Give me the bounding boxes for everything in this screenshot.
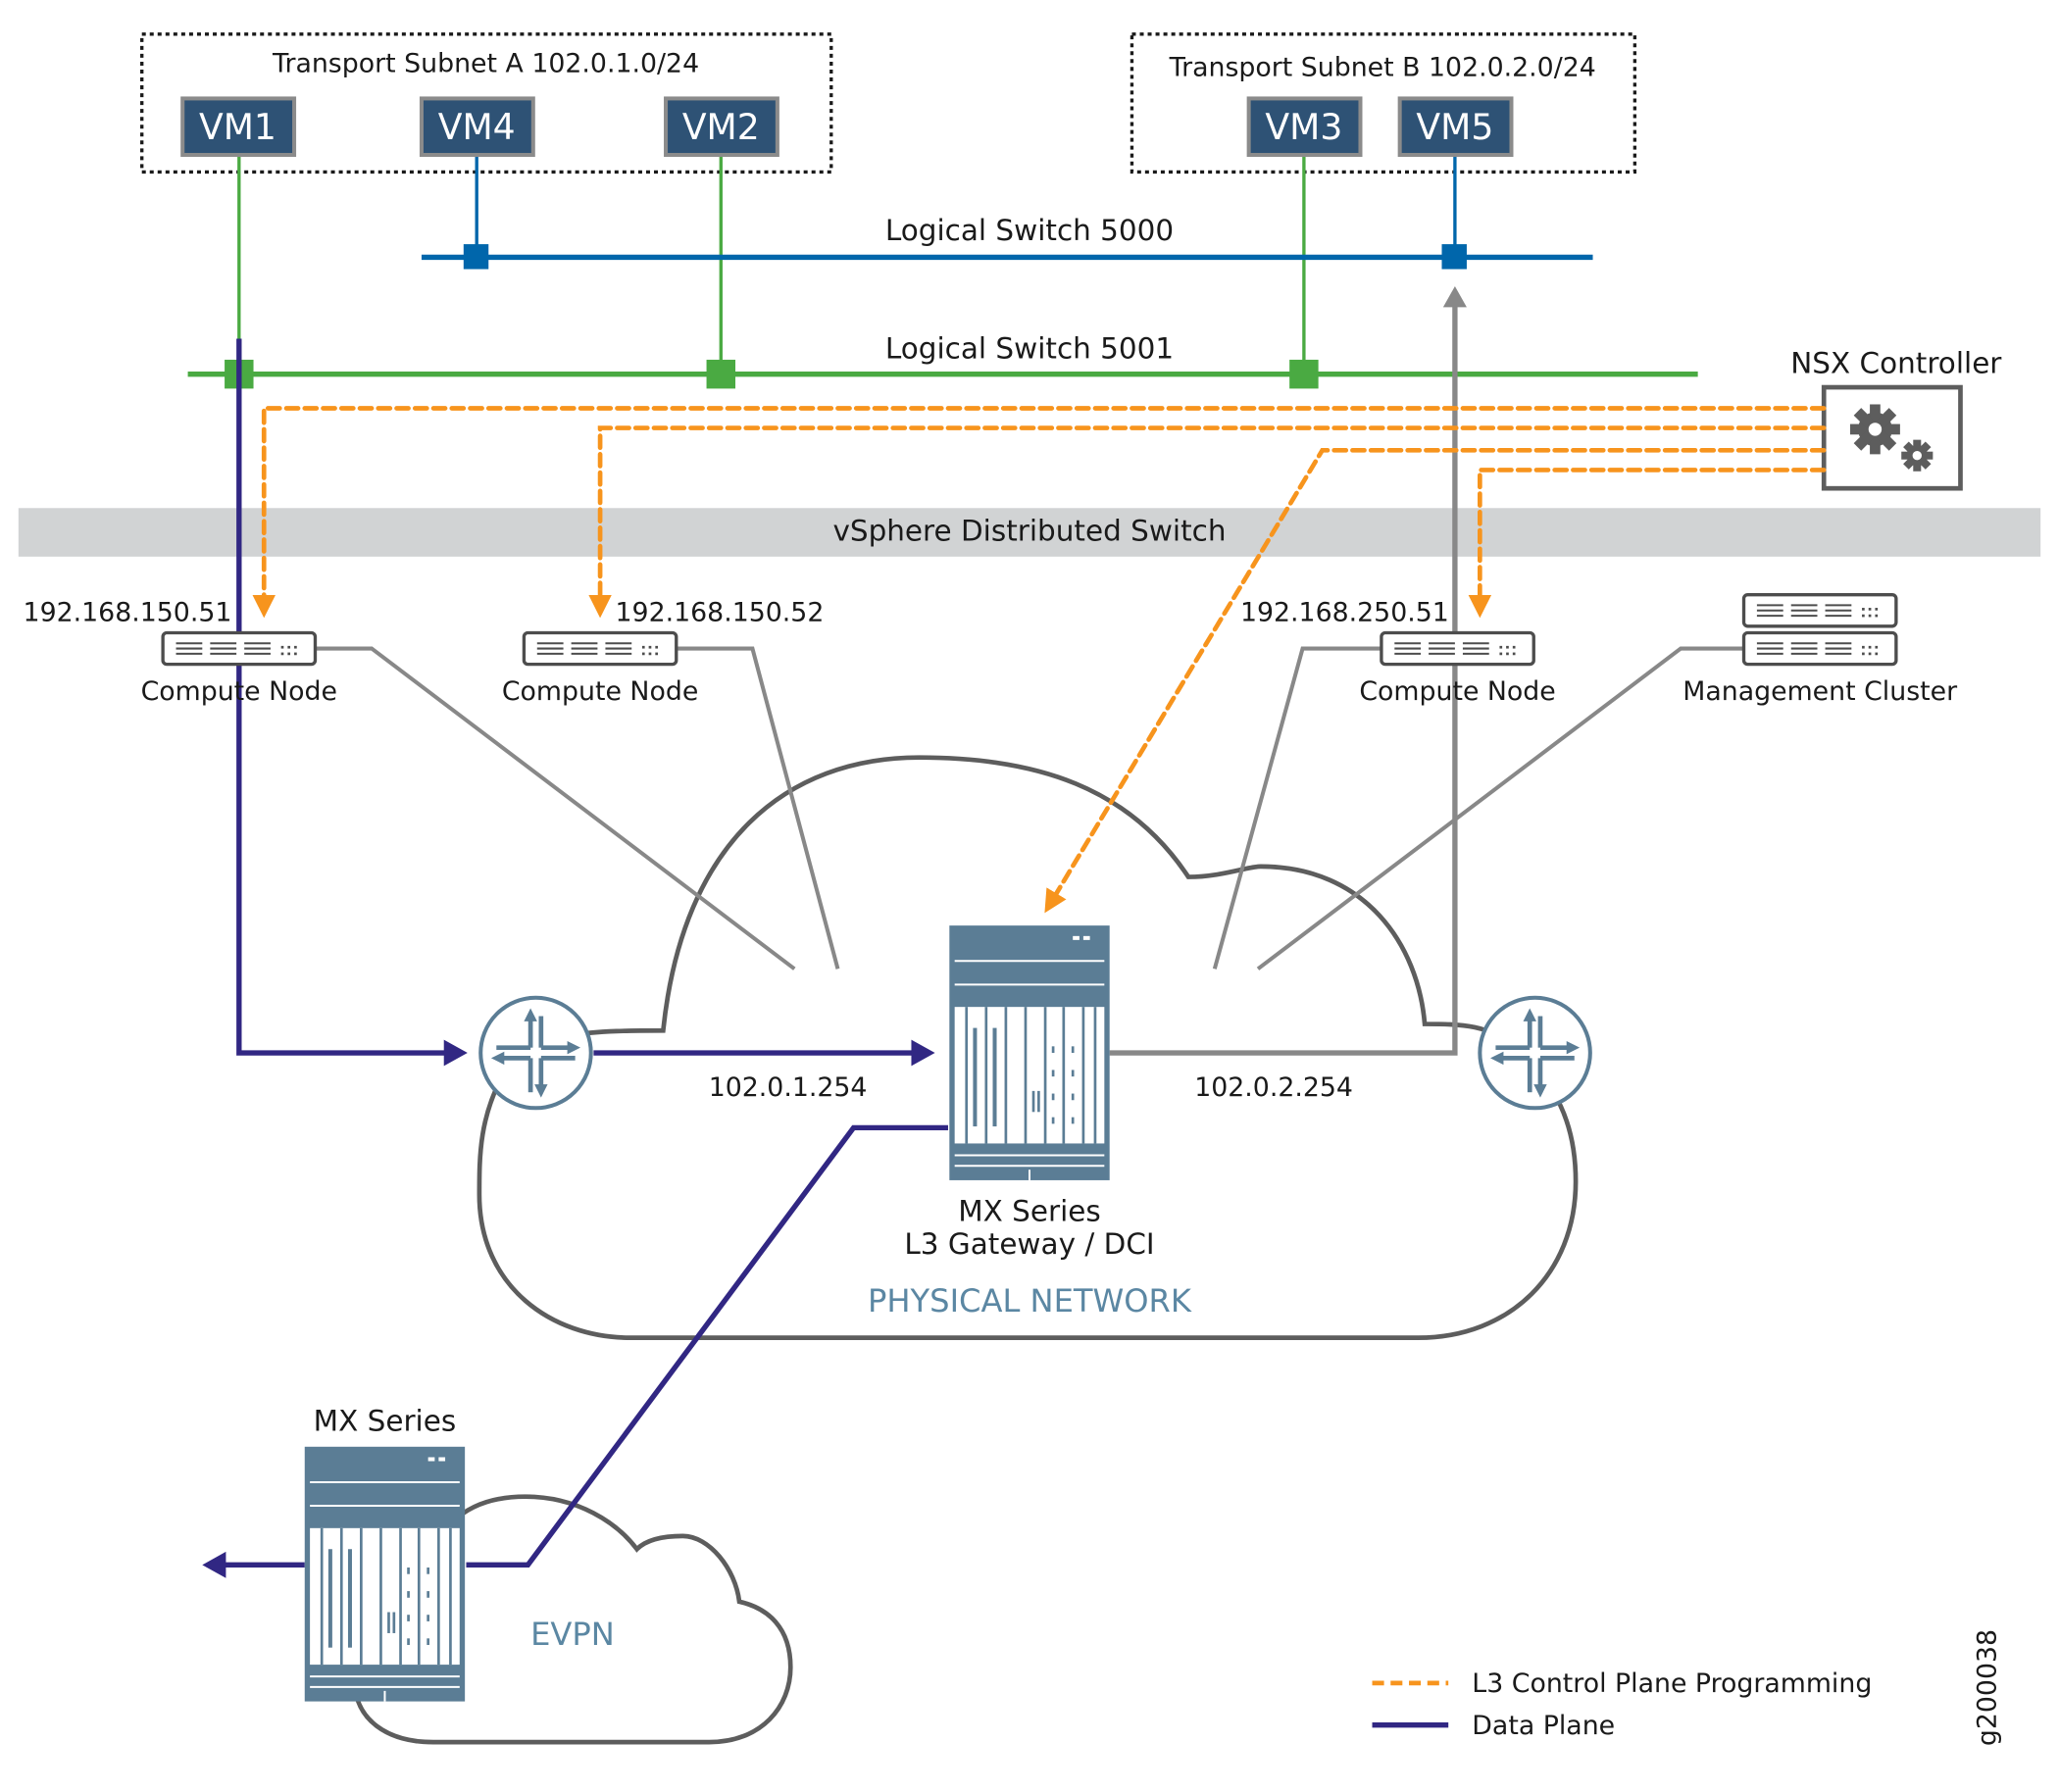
legend: L3 Control Plane Programming Data Plane bbox=[1372, 1668, 1872, 1741]
vm-label: VM4 bbox=[438, 106, 516, 148]
vm-box[interactable]: VM4 bbox=[419, 96, 535, 158]
compute-node[interactable] bbox=[522, 630, 678, 667]
node-ip: 192.168.150.51 bbox=[24, 597, 232, 627]
gateway-ip-right: 102.0.2.254 bbox=[1194, 1072, 1353, 1103]
vm-label: VM1 bbox=[199, 106, 276, 148]
up-arrow-icon bbox=[1442, 285, 1467, 308]
management-cluster[interactable] bbox=[1741, 592, 1898, 667]
node-ip: 192.168.250.51 bbox=[1240, 597, 1449, 627]
evpn-mx-label: MX Series bbox=[314, 1405, 457, 1438]
subnet-b-box bbox=[1130, 32, 1637, 174]
logical-switch-5001-label: Logical Switch 5001 bbox=[885, 332, 1174, 366]
gears-icon bbox=[1849, 404, 1933, 472]
figure-id: g200038 bbox=[1973, 1629, 2003, 1746]
vds-label: vSphere Distributed Switch bbox=[832, 515, 1226, 548]
gateway-to-vm5-path bbox=[1109, 304, 1458, 1056]
physical-links bbox=[315, 646, 1744, 971]
switch-port bbox=[706, 359, 736, 389]
vm-label: VM3 bbox=[1265, 106, 1342, 148]
physical-network-label: PHYSICAL NETWORK bbox=[868, 1282, 1192, 1319]
evpn-label: EVPN bbox=[530, 1616, 615, 1653]
node-label: Management Cluster bbox=[1682, 676, 1957, 707]
vm-box[interactable]: VM2 bbox=[664, 96, 779, 158]
subnet-a-label: Transport Subnet A 102.0.1.0/24 bbox=[272, 49, 699, 79]
mx-gateway-label-line2: L3 Gateway / DCI bbox=[904, 1227, 1154, 1261]
node-label: Compute Node bbox=[1359, 676, 1555, 707]
vm-label: VM2 bbox=[682, 106, 760, 148]
data-plane-path bbox=[466, 1124, 948, 1568]
nsx-controller[interactable] bbox=[1821, 384, 1963, 491]
evpn-mx-device[interactable] bbox=[303, 1445, 467, 1703]
legend-label: Data Plane bbox=[1472, 1711, 1615, 1741]
vds-band bbox=[18, 508, 2041, 557]
node-label: Compute Node bbox=[502, 676, 698, 707]
compute-node[interactable] bbox=[1380, 630, 1535, 667]
arrow-right-icon bbox=[911, 1039, 935, 1067]
logical-switch-5000-label: Logical Switch 5000 bbox=[885, 214, 1174, 247]
data-plane-path bbox=[236, 338, 447, 1056]
vm-box[interactable]: VM3 bbox=[1246, 96, 1363, 158]
vm-label: VM5 bbox=[1416, 106, 1493, 148]
node-label: Compute Node bbox=[141, 676, 337, 707]
node-ip: 192.168.150.52 bbox=[616, 597, 825, 627]
gateway-ip-left: 102.0.1.254 bbox=[709, 1072, 868, 1103]
vm-box[interactable]: VM5 bbox=[1397, 96, 1514, 158]
compute-node[interactable] bbox=[161, 630, 318, 667]
switch-port bbox=[1441, 244, 1467, 270]
router-icon[interactable] bbox=[1480, 998, 1589, 1108]
subnet-a-box bbox=[140, 32, 833, 174]
nsx-controller-label: NSX Controller bbox=[1790, 346, 2002, 379]
router-icon[interactable] bbox=[480, 998, 590, 1108]
mx-gateway-device[interactable] bbox=[948, 924, 1111, 1181]
switch-port bbox=[463, 244, 489, 270]
switch-port bbox=[1289, 359, 1319, 389]
mx-gateway-label-line1: MX Series bbox=[958, 1194, 1101, 1227]
vm-box[interactable]: VM1 bbox=[180, 96, 297, 158]
legend-label: L3 Control Plane Programming bbox=[1472, 1668, 1872, 1699]
arrow-left-icon bbox=[202, 1551, 226, 1578]
subnet-b-label: Transport Subnet B 102.0.2.0/24 bbox=[1169, 53, 1596, 83]
arrow-right-icon bbox=[443, 1039, 468, 1067]
control-plane-paths bbox=[252, 406, 1827, 914]
